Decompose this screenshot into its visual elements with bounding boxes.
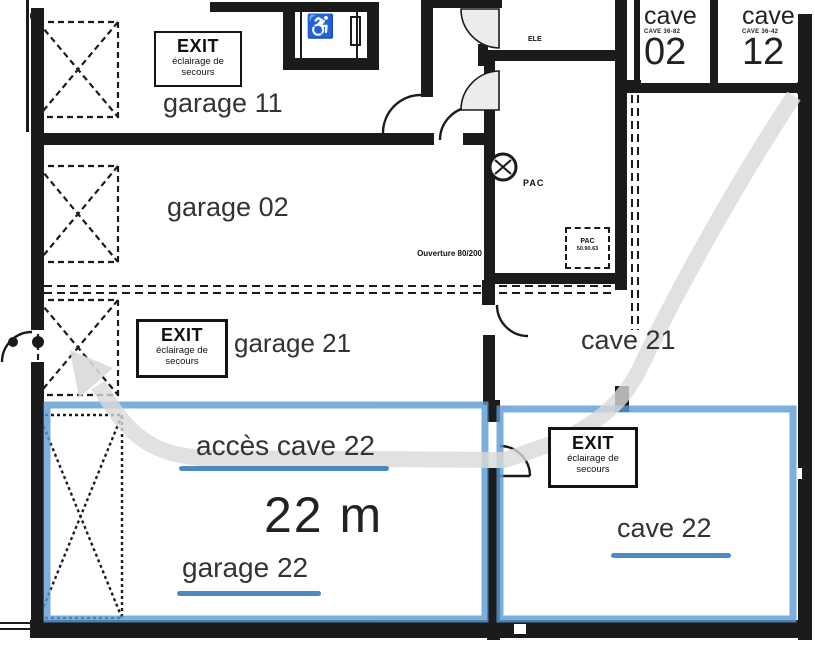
pac-room-bottom-wall (484, 273, 627, 284)
left-wall-upper (31, 8, 44, 330)
distance-label: 22 m (264, 487, 384, 543)
exterior-thin-line (0, 622, 30, 624)
exit-sign-line3: secours (165, 356, 199, 367)
underline-cave-22 (611, 553, 731, 558)
hatched-zone-garage21 (36, 298, 120, 397)
cave-unit-02: cave CAVE 36-82 02 (644, 2, 697, 73)
room-label-garage-11: garage 11 (163, 88, 283, 118)
exit-sign-title: EXIT (571, 433, 614, 453)
garage21-cave21-wall (483, 335, 495, 405)
door-arc-corridor (381, 93, 422, 134)
garage11-garage02-wall (44, 133, 434, 145)
room-label-cave-22: cave 22 (617, 513, 712, 543)
pac-equipment-code: 50.90.63 (576, 246, 599, 252)
pac-room-label: PAC (523, 178, 545, 188)
highlight-cave22 (496, 405, 797, 623)
elevator-wall-bottom (283, 58, 379, 70)
exit-sign-garage-21: EXIT éclairage de secours (136, 319, 228, 378)
door-hinge-dot (32, 336, 44, 348)
highlight-garage22 (43, 401, 489, 623)
exit-sign-cave-22: EXIT éclairage de secours (548, 427, 638, 488)
room-label-garage-02: garage 02 (167, 192, 289, 222)
hatched-zone-garage22 (37, 413, 124, 620)
cave-unit-word: cave (644, 2, 697, 30)
wall-notch (514, 624, 526, 634)
wall-stub (463, 133, 487, 145)
exit-sign-title: EXIT (160, 325, 203, 345)
cave-unit-word: cave (742, 2, 795, 30)
corridor-wall-left (421, 0, 433, 97)
room-label-cave-21: cave 21 (581, 325, 676, 355)
door-arc-exterior (0, 330, 33, 363)
route-arrowhead (70, 350, 113, 398)
cave02-left-wall (634, 0, 640, 88)
exit-sign-line3: secours (181, 67, 215, 78)
caves-corridor-wall (615, 0, 627, 290)
elevator-wall-right (367, 2, 379, 70)
bottom-exterior-wall (30, 620, 812, 638)
hatched-zone-garage02 (36, 164, 120, 264)
cave-unit-12: cave CAVE 36-42 12 (742, 2, 795, 73)
dashed-partitions (44, 95, 639, 330)
hatched-zone-garage11 (36, 20, 120, 119)
wall-endcap (478, 44, 488, 66)
exit-sign-line2: éclairage de (172, 56, 224, 67)
duct-symbol (488, 152, 518, 182)
exterior-thin-line (0, 628, 30, 630)
ele-label: ELE (528, 36, 542, 43)
underline-acces-cave-22 (179, 466, 389, 471)
wall-junction-dot (30, 9, 44, 23)
elevator-cab (300, 10, 361, 60)
route-label-acces-cave-22: accès cave 22 (196, 430, 375, 461)
room-label-garage-22: garage 22 (182, 552, 309, 583)
highlight-outlines (43, 401, 797, 623)
cave-unit-number: 12 (742, 31, 785, 73)
cave-unit-code: CAVE 36-42 (742, 29, 779, 35)
elevator-wall-left (283, 2, 295, 70)
pac-room-top-wall (483, 50, 624, 61)
exit-sign-garage-11: EXIT éclairage de secours (154, 31, 242, 87)
exit-sign-line3: secours (576, 464, 610, 475)
door-wedges (460, 8, 500, 111)
exit-sign-line2: éclairage de (156, 345, 208, 356)
top-wall-segment (210, 2, 286, 12)
underline-garage-22 (177, 591, 321, 596)
pac-equipment-box: PAC 50.90.63 (565, 227, 610, 269)
left-wall-lower (31, 362, 44, 622)
caves-bottom-wall (626, 83, 806, 93)
wheelchair-icon: ♿ (306, 13, 335, 39)
door-arc-cave-corridor (495, 304, 529, 338)
exit-sign-title: EXIT (176, 36, 219, 56)
elevator-wall-top (283, 2, 379, 12)
cave02-cave12-wall (710, 0, 718, 88)
route-arrow (70, 91, 801, 468)
exterior-thin-line (26, 0, 29, 132)
exit-sign-line2: éclairage de (567, 453, 619, 464)
pac-equipment-label: PAC (580, 238, 595, 245)
top-corridor-wall (430, 0, 502, 8)
cave-unit-number: 02 (644, 31, 687, 73)
right-exterior-wall (798, 14, 812, 640)
opening-dimension-label: Ouverture 80/200 (417, 249, 482, 258)
cave-unit-code: CAVE 36-82 (644, 29, 681, 35)
room-label-garage-21: garage 21 (234, 328, 352, 358)
